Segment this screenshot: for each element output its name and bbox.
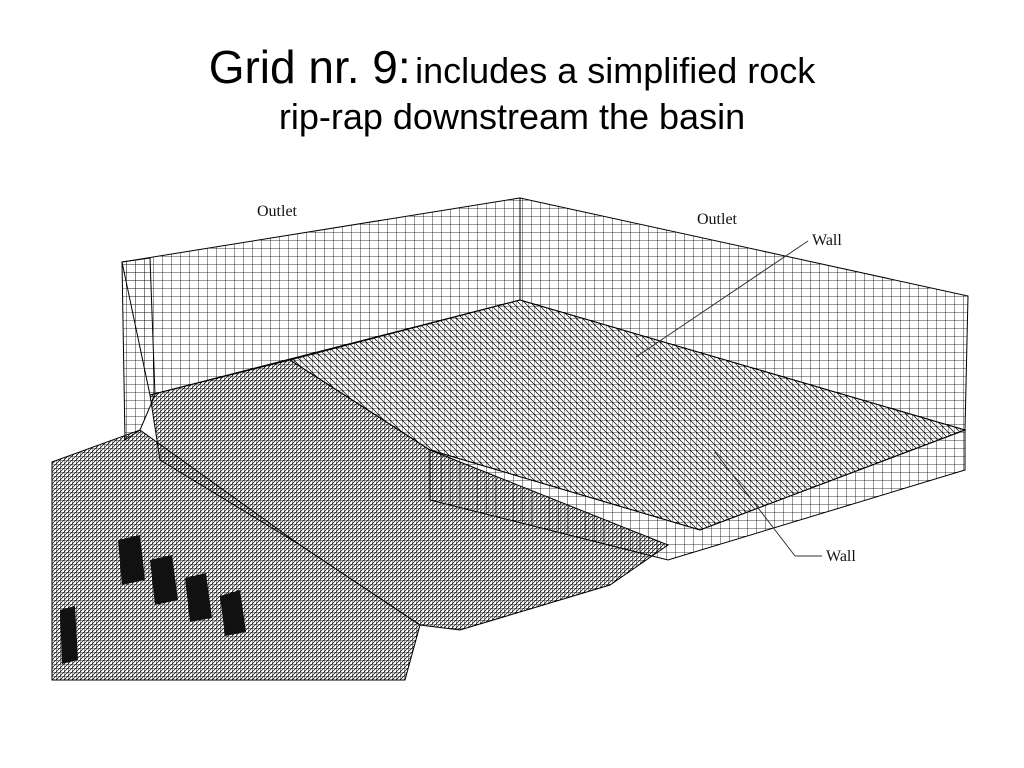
- title-prefix: Grid nr. 9:: [208, 41, 411, 93]
- left-wall: [121, 257, 156, 441]
- leader-lines: [635, 240, 822, 557]
- label-wall-top: Wall: [812, 232, 842, 249]
- label-outlet-left: Outlet: [257, 203, 298, 220]
- title-rest: includes a simplified rock: [415, 50, 816, 91]
- label-outlet-right: Outlet: [697, 211, 738, 228]
- spillway-structure: [51, 429, 421, 681]
- slide-title: Grid nr. 9: includes a simplified rock r…: [0, 40, 1024, 138]
- label-wall-bottom: Wall: [826, 548, 856, 565]
- title-line-2: rip-rap downstream the basin: [278, 96, 746, 138]
- spillway-piers: [60, 535, 246, 664]
